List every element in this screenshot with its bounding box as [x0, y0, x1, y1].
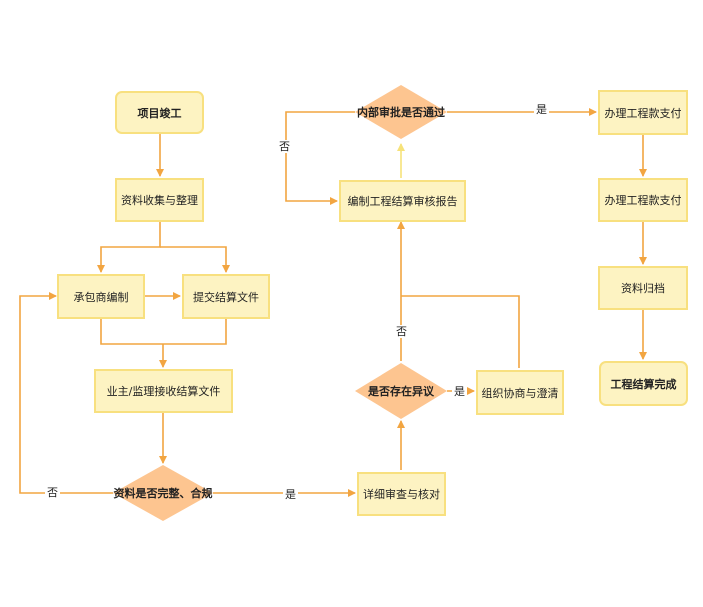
label-approval-yes: 是 [534, 103, 549, 116]
node-project-completion: 项目竣工 [115, 91, 204, 134]
label-complete-yes: 是 [283, 488, 298, 501]
edge-collect-to-submit [160, 246, 230, 273]
edge-coordination-back [401, 295, 520, 368]
decision-check-complete-shape [113, 465, 213, 521]
decision-disagreement: 是否存在异议 [368, 385, 434, 398]
label-approval-no: 否 [277, 140, 292, 153]
decision-internal-approval-shape [355, 85, 447, 139]
label-disagreement-yes: 是 [452, 385, 467, 398]
edge-merge-to-owner [100, 319, 227, 345]
node-owner-receive: 业主/监理接收结算文件 [94, 369, 233, 413]
node-detailed-review: 详细审查与核对 [357, 472, 446, 516]
decision-internal-approval: 内部审批是否通过 [357, 106, 445, 119]
node-archive: 资料归档 [598, 266, 688, 310]
node-collect-materials: 资料收集与整理 [115, 178, 204, 222]
node-organize-coordination: 组织协商与澄清 [476, 370, 564, 415]
node-payment-2: 办理工程款支付 [598, 178, 688, 222]
node-settlement-complete: 工程结算完成 [599, 361, 688, 406]
node-prepare-report: 编制工程结算审核报告 [339, 180, 466, 222]
edge-collect-split [97, 222, 161, 273]
node-contractor-prepare: 承包商编制 [57, 274, 145, 319]
edge-check-no-loop [19, 292, 113, 494]
decision-check-complete: 资料是否完整、合规 [113, 487, 213, 500]
node-payment-1: 办理工程款支付 [598, 90, 688, 135]
edge-approval-no-loop [285, 111, 355, 205]
decision-disagreement-shape [355, 363, 447, 419]
label-disagreement-no: 否 [394, 325, 409, 338]
label-complete-no: 否 [45, 486, 60, 499]
node-submit-documents: 提交结算文件 [182, 274, 270, 319]
